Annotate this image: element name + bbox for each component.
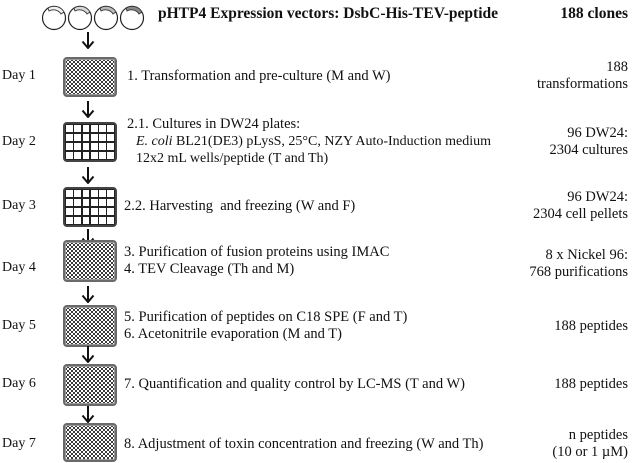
24-deep-well-plate-icon	[63, 122, 117, 162]
day-label: Day 6	[2, 376, 36, 391]
step-line: 2.1. Cultures in DW24 plates:	[127, 116, 301, 132]
step-description: 2.2. Harvesting and freezing (W and F)	[124, 198, 355, 215]
step-result: 188 peptides	[554, 318, 628, 335]
day-label: Day 7	[2, 436, 36, 451]
step-line: 7. Quantification and quality control by…	[124, 376, 465, 392]
result-line: 8 x Nickel 96:	[545, 247, 628, 263]
result-line: 188 peptides	[554, 376, 628, 392]
step-subline-text: BL21(DE3) pLysS, 25°C, NZY Auto-Inductio…	[172, 134, 492, 149]
96-well-plate-icon	[63, 364, 117, 406]
96-well-plate-icon	[63, 423, 117, 462]
organism-name: E. coli	[136, 134, 173, 149]
down-arrow-icon	[81, 101, 95, 118]
step-line: 5. Purification of peptides on C18 SPE (…	[124, 309, 408, 325]
step-subline: 12x2 mL wells/peptide (T and Th)	[127, 150, 491, 167]
step-line: 3. Purification of fusion proteins using…	[124, 244, 390, 260]
down-arrow-icon	[81, 32, 95, 49]
step-subline: E. coli BL21(DE3) pLysS, 25°C, NZY Auto-…	[127, 133, 491, 150]
result-line: (10 or 1 µM)	[552, 444, 628, 460]
step-line: 1. Transformation and pre-culture (M and…	[127, 68, 391, 84]
step-result: 188 peptides	[554, 376, 628, 393]
plasmid-3-icon	[93, 5, 119, 31]
step-description: 5. Purification of peptides on C18 SPE (…	[124, 309, 407, 343]
clone-count: 188 clones	[560, 5, 628, 22]
result-line: n peptides	[568, 427, 628, 443]
day-label: Day 2	[2, 134, 36, 149]
step-result: 96 DW24: 2304 cultures	[549, 125, 628, 159]
result-line: 768 purifications	[529, 264, 628, 280]
step-result: 96 DW24: 2304 cell pellets	[533, 189, 628, 223]
result-line: 2304 cultures	[549, 142, 628, 158]
day-label: Day 1	[2, 68, 36, 83]
result-line: 2304 cell pellets	[532, 206, 628, 222]
day-label: Day 5	[2, 318, 36, 333]
step-result: 188 transformations	[537, 59, 628, 93]
24-deep-well-plate-icon	[63, 187, 117, 227]
result-line: 188 peptides	[554, 318, 628, 334]
step-line: 2.2. Harvesting and freezing (W and F)	[124, 198, 356, 214]
96-well-plate-icon	[63, 305, 117, 347]
down-arrow-icon	[81, 286, 95, 303]
diagram-title: pHTP4 Expression vectors: DsbC-His-TEV-p…	[158, 5, 499, 22]
step-result: 8 x Nickel 96: 768 purifications	[529, 247, 628, 281]
result-line: 96 DW24:	[567, 125, 628, 141]
step-description: 7. Quantification and quality control by…	[124, 376, 465, 393]
result-line: transformations	[536, 76, 628, 92]
plasmid-2-icon	[67, 5, 93, 31]
down-arrow-icon	[81, 406, 95, 423]
step-description: 8. Adjustment of toxin concentration and…	[124, 436, 483, 453]
step-line: 6. Acetonitrile evaporation (M and T)	[124, 326, 342, 342]
day-label: Day 3	[2, 198, 36, 213]
down-arrow-icon	[81, 167, 95, 184]
step-result: n peptides (10 or 1 µM)	[552, 427, 628, 461]
plasmid-4-icon	[119, 5, 145, 31]
step-description: 2.1. Cultures in DW24 plates: E. coli BL…	[127, 116, 491, 167]
step-subline-text: 12x2 mL wells/peptide (T and Th)	[136, 151, 329, 166]
result-line: 188	[606, 59, 628, 75]
step-line: 8. Adjustment of toxin concentration and…	[124, 436, 484, 452]
step-description: 3. Purification of fusion proteins using…	[124, 244, 389, 278]
96-well-plate-icon	[63, 57, 117, 97]
step-line: 4. TEV Cleavage (Th and M)	[124, 261, 295, 277]
result-line: 96 DW24:	[567, 189, 628, 205]
plasmid-1-icon	[41, 5, 67, 31]
96-well-plate-icon	[63, 240, 117, 282]
down-arrow-icon	[81, 346, 95, 363]
plasmid-group	[40, 3, 148, 31]
step-description: 1. Transformation and pre-culture (M and…	[127, 68, 391, 85]
day-label: Day 4	[2, 260, 36, 275]
